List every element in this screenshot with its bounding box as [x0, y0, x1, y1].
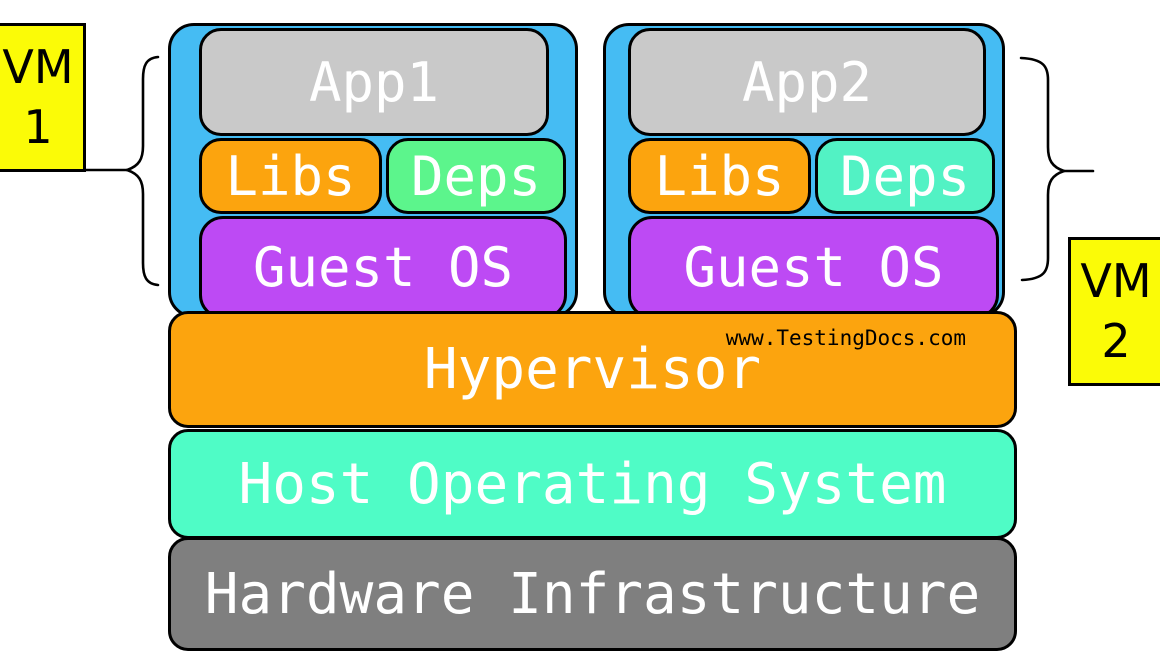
vm1-container: App1 Libs Deps Guest OS — [168, 23, 578, 319]
vm2-curly-brace-icon — [1019, 56, 1069, 282]
vm2-label-box: VM 2 — [1068, 237, 1160, 386]
vm2-label-line2: 2 — [1101, 313, 1131, 368]
vm2-deps-box: Deps — [815, 138, 995, 214]
vm2-guest-os-label: Guest OS — [683, 236, 944, 299]
hypervisor-label: Hypervisor — [423, 337, 762, 402]
vm1-app-label: App1 — [308, 50, 440, 114]
vm1-guest-os-label: Guest OS — [252, 236, 514, 299]
vm2-libs-label: Libs — [654, 144, 785, 208]
hypervisor-box: Hypervisor www.TestingDocs.com — [168, 311, 1017, 428]
vm1-libs-label: Libs — [225, 144, 356, 208]
vm1-label-line1: VM — [2, 39, 74, 94]
vm1-guest-os-box: Guest OS — [199, 216, 567, 319]
vm2-label-line1: VM — [1080, 253, 1152, 308]
vm2-app-label: App2 — [741, 50, 873, 114]
hardware-label: Hardware Infrastructure — [204, 561, 981, 627]
vm1-libs-box: Libs — [199, 138, 382, 214]
vm1-deps-box: Deps — [386, 138, 566, 214]
vm1-curly-brace-icon — [122, 55, 160, 287]
vm2-container: App2 Libs Deps Guest OS — [603, 23, 1005, 319]
vm1-label-line2: 1 — [23, 99, 53, 154]
vm2-app-box: App2 — [628, 28, 986, 136]
vm2-guest-os-box: Guest OS — [628, 216, 999, 319]
vm2-libs-box: Libs — [628, 138, 811, 214]
vm2-deps-label: Deps — [839, 144, 971, 208]
vm1-label-box: VM 1 — [0, 23, 86, 172]
vm1-app-box: App1 — [199, 28, 549, 136]
hardware-box: Hardware Infrastructure — [168, 537, 1017, 651]
host-os-label: Host Operating System — [238, 451, 947, 517]
vm1-deps-label: Deps — [410, 144, 542, 208]
host-os-box: Host Operating System — [168, 429, 1017, 539]
watermark-text: www.TestingDocs.com — [725, 326, 966, 350]
